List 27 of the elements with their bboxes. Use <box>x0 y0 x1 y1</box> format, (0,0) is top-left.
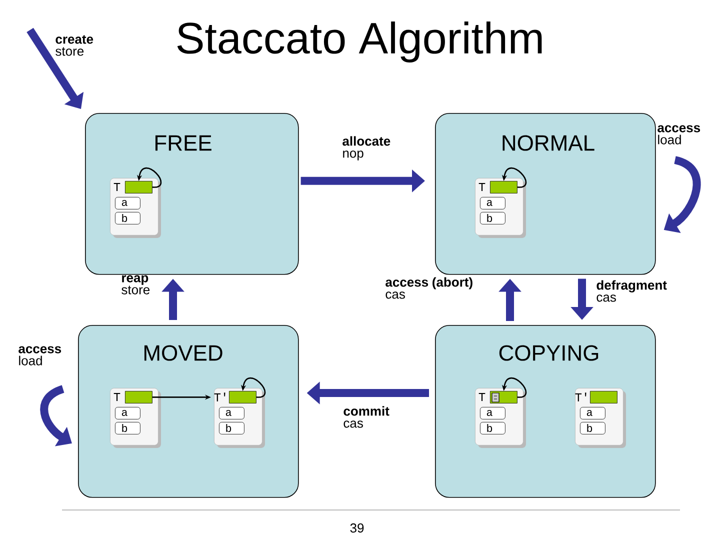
field-box: a <box>480 407 506 420</box>
edge-label: allocate nop <box>342 136 390 160</box>
pointer-slot <box>125 391 152 404</box>
field-box: a <box>115 407 140 420</box>
field-box: b <box>115 422 140 434</box>
field-box: b <box>219 422 244 434</box>
page-number: 39 <box>350 523 364 533</box>
pointer-slot <box>125 181 152 194</box>
edge-label: reap store <box>122 275 150 294</box>
pointer-slot <box>490 181 518 194</box>
edge-label: access load <box>658 125 700 144</box>
field-box: a <box>219 407 244 420</box>
edge-label: access (abort) cas <box>386 277 472 299</box>
field-box: a <box>115 197 140 210</box>
edge-label: commit cas <box>344 406 390 428</box>
field-box: a <box>580 407 606 420</box>
field-box: a <box>480 197 506 210</box>
pointer-slot <box>590 391 618 404</box>
title: Staccato Algorithm <box>177 22 542 62</box>
edge-label: defragment cas <box>596 280 667 302</box>
field-box: b <box>480 422 506 434</box>
edge-label: create store <box>56 35 94 56</box>
pointer-slot <box>229 391 256 404</box>
edge-label: access load <box>18 346 62 366</box>
field-box: b <box>580 422 606 434</box>
field-box: b <box>480 212 506 224</box>
field-box: b <box>115 212 140 224</box>
